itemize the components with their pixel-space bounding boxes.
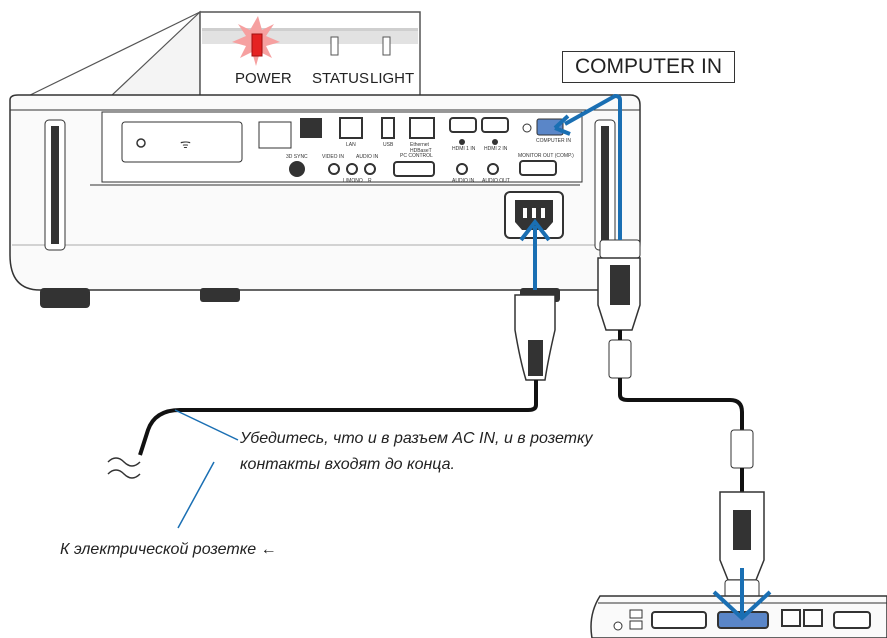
leader-line-outlet [177, 461, 215, 529]
port-label-ethernet: Ethernet [410, 142, 430, 148]
port-label-hdmi1: HDMI 1 IN [452, 146, 476, 152]
power-plug [514, 294, 556, 381]
ac-in-inlet [504, 191, 564, 239]
indicator-zoom-callout [19, 10, 421, 101]
port-label-hdmi2: HDMI 2 IN [484, 146, 508, 152]
connection-arrows [519, 93, 772, 621]
status-label: STATUS [312, 70, 369, 87]
port-label-audio-out: AUDIO OUT [482, 178, 510, 184]
outlet-wave [107, 457, 141, 479]
power-cable [138, 380, 538, 456]
port-label-hdbaset: HDBaseT [410, 148, 432, 154]
port-label-video-in: VIDEO IN [322, 154, 344, 160]
port-label-lan: LAN [346, 142, 356, 148]
computer-in-callout: COMPUTER IN [562, 51, 735, 83]
light-label: LIGHT [370, 70, 414, 87]
vga-cable [597, 239, 765, 599]
note-ac-in-line2: контакты входят до конца. [240, 456, 455, 473]
port-label-3d-sync: 3D SYNC [286, 154, 308, 160]
power-led [232, 16, 280, 66]
port-label-l-mono: L/MONO [343, 178, 363, 184]
port-label-monitor-out: MONITOR OUT (COMP.) [518, 153, 574, 159]
status-led [330, 36, 339, 56]
power-label: POWER [235, 70, 292, 87]
note-ac-in-line1: Убедитесь, что и в разъем AC IN, и в роз… [240, 430, 593, 447]
light-led [382, 36, 391, 56]
note-outlet: К электрической розетке ← [60, 541, 277, 558]
port-label-pc-control: PC CONTROL [400, 153, 433, 159]
projector: ᯤ [9, 94, 641, 308]
port-label-r: R [368, 178, 372, 184]
leader-line-cable [174, 409, 239, 441]
port-label-audio-in-top: AUDIO IN [356, 154, 379, 160]
port-label-audio-in: AUDIO IN [452, 178, 475, 184]
port-label-usb: USB [383, 142, 394, 148]
port-label-computer-in: COMPUTER IN [536, 138, 571, 144]
svg-text:ᯤ: ᯤ [180, 137, 191, 151]
